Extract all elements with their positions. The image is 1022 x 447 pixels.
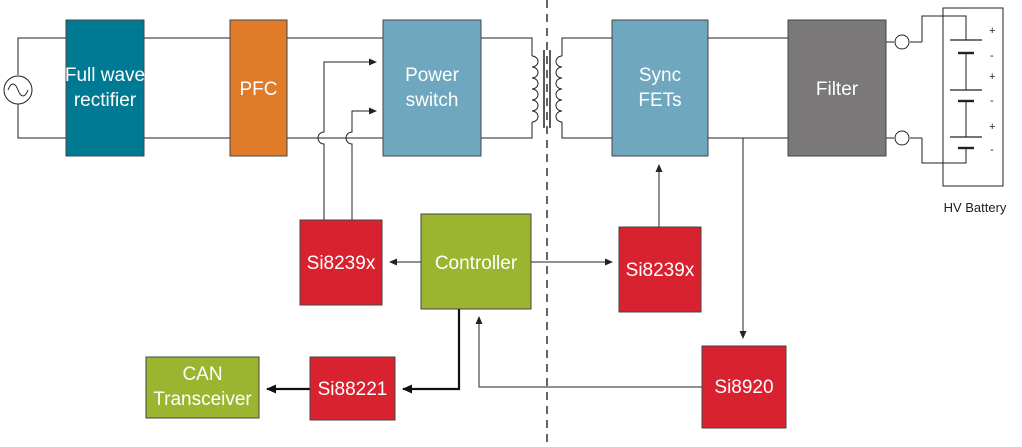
- can-transceiver-block: CAN Transceiver: [145, 356, 260, 419]
- can-label-line1: CAN: [182, 364, 222, 385]
- filter-label: Filter: [816, 79, 859, 100]
- si8920-label: Si8920: [714, 377, 773, 398]
- output-terminals: [894, 34, 910, 146]
- can-label-line2: Transceiver: [153, 389, 252, 410]
- sync-fets-label-line1: Sync: [639, 65, 681, 86]
- battery-cell-2: + -: [950, 71, 995, 107]
- cell-1-plus: +: [989, 25, 995, 37]
- controller-label: Controller: [435, 253, 518, 274]
- rectifier-label-line2: rectifier: [74, 90, 137, 111]
- si88221-label: Si88221: [318, 379, 388, 400]
- power-switch-label-line1: Power: [405, 65, 460, 86]
- battery-label: HV Battery: [944, 200, 1007, 215]
- si8920-block: Si8920: [701, 345, 787, 429]
- si8239x-left-label: Si8239x: [307, 253, 376, 274]
- filter-block: Filter: [787, 19, 887, 157]
- pfc-label: PFC: [240, 79, 278, 100]
- battery-cell-3: + -: [950, 121, 995, 156]
- si8239x-right-block: Si8239x: [618, 226, 702, 313]
- cell-1-minus: -: [990, 50, 994, 62]
- sync-fets-block: Sync FETs: [611, 19, 709, 157]
- cell-2-plus: +: [989, 71, 995, 83]
- battery-cell-1: + -: [950, 25, 995, 62]
- power-switch-label-line2: switch: [406, 90, 459, 111]
- terminal-positive-icon: [894, 34, 910, 50]
- cell-3-plus: +: [989, 121, 995, 133]
- rectifier-label-line1: Full wave: [65, 65, 145, 86]
- controller-block: Controller: [420, 213, 532, 310]
- terminal-negative-icon: [894, 130, 910, 146]
- si8239x-left-block: Si8239x: [299, 219, 383, 306]
- cell-3-minus: -: [990, 144, 994, 156]
- wires: [17, 0, 967, 447]
- ac-source-icon: [3, 75, 33, 105]
- si88221-block: Si88221: [309, 356, 396, 421]
- full-wave-rectifier-block: Full wave rectifier: [65, 19, 145, 157]
- si8239x-right-label: Si8239x: [626, 260, 695, 281]
- transformer-icon: [531, 50, 563, 128]
- sync-fets-label-line2: FETs: [638, 90, 681, 111]
- hv-battery: + - + - + - HV Battery: [942, 7, 1007, 215]
- cell-2-minus: -: [990, 95, 994, 107]
- power-switch-block: Power switch: [382, 19, 482, 157]
- pfc-block: PFC: [229, 19, 288, 157]
